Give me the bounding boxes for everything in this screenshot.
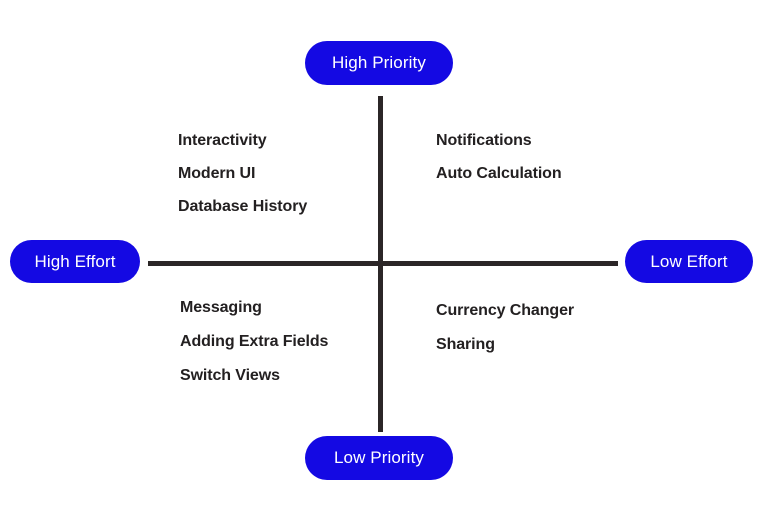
quadrant-item: Notifications <box>436 131 532 149</box>
quadrant-item: Database History <box>178 197 308 215</box>
quadrant-item: Interactivity <box>178 131 267 149</box>
quadrant-item: Currency Changer <box>436 302 574 319</box>
effort-axis-line <box>148 261 618 266</box>
low-priority-pill-label: Low Priority <box>305 436 453 480</box>
quadrant-item: Sharing <box>436 336 495 353</box>
high-priority-pill-label: High Priority <box>305 41 453 85</box>
quadrant-item: Switch Views <box>180 367 280 384</box>
quadrant-item: Modern UI <box>178 164 256 182</box>
low-effort-pill-label: Low Effort <box>625 240 753 283</box>
high-effort-pill-label: High Effort <box>10 240 140 283</box>
quadrant-low-effort-high-priority: Notifications Auto Calculation <box>436 124 562 190</box>
quadrant-item: Adding Extra Fields <box>180 333 329 350</box>
quadrant-high-effort-low-priority: Messaging Adding Extra Fields Switch Vie… <box>180 291 328 393</box>
quadrant-item: Auto Calculation <box>436 164 562 182</box>
quadrant-item: Messaging <box>180 299 262 316</box>
quadrant-low-effort-low-priority: Currency Changer Sharing <box>436 294 574 362</box>
quadrant-high-effort-high-priority: Interactivity Modern UI Database History <box>178 124 307 223</box>
